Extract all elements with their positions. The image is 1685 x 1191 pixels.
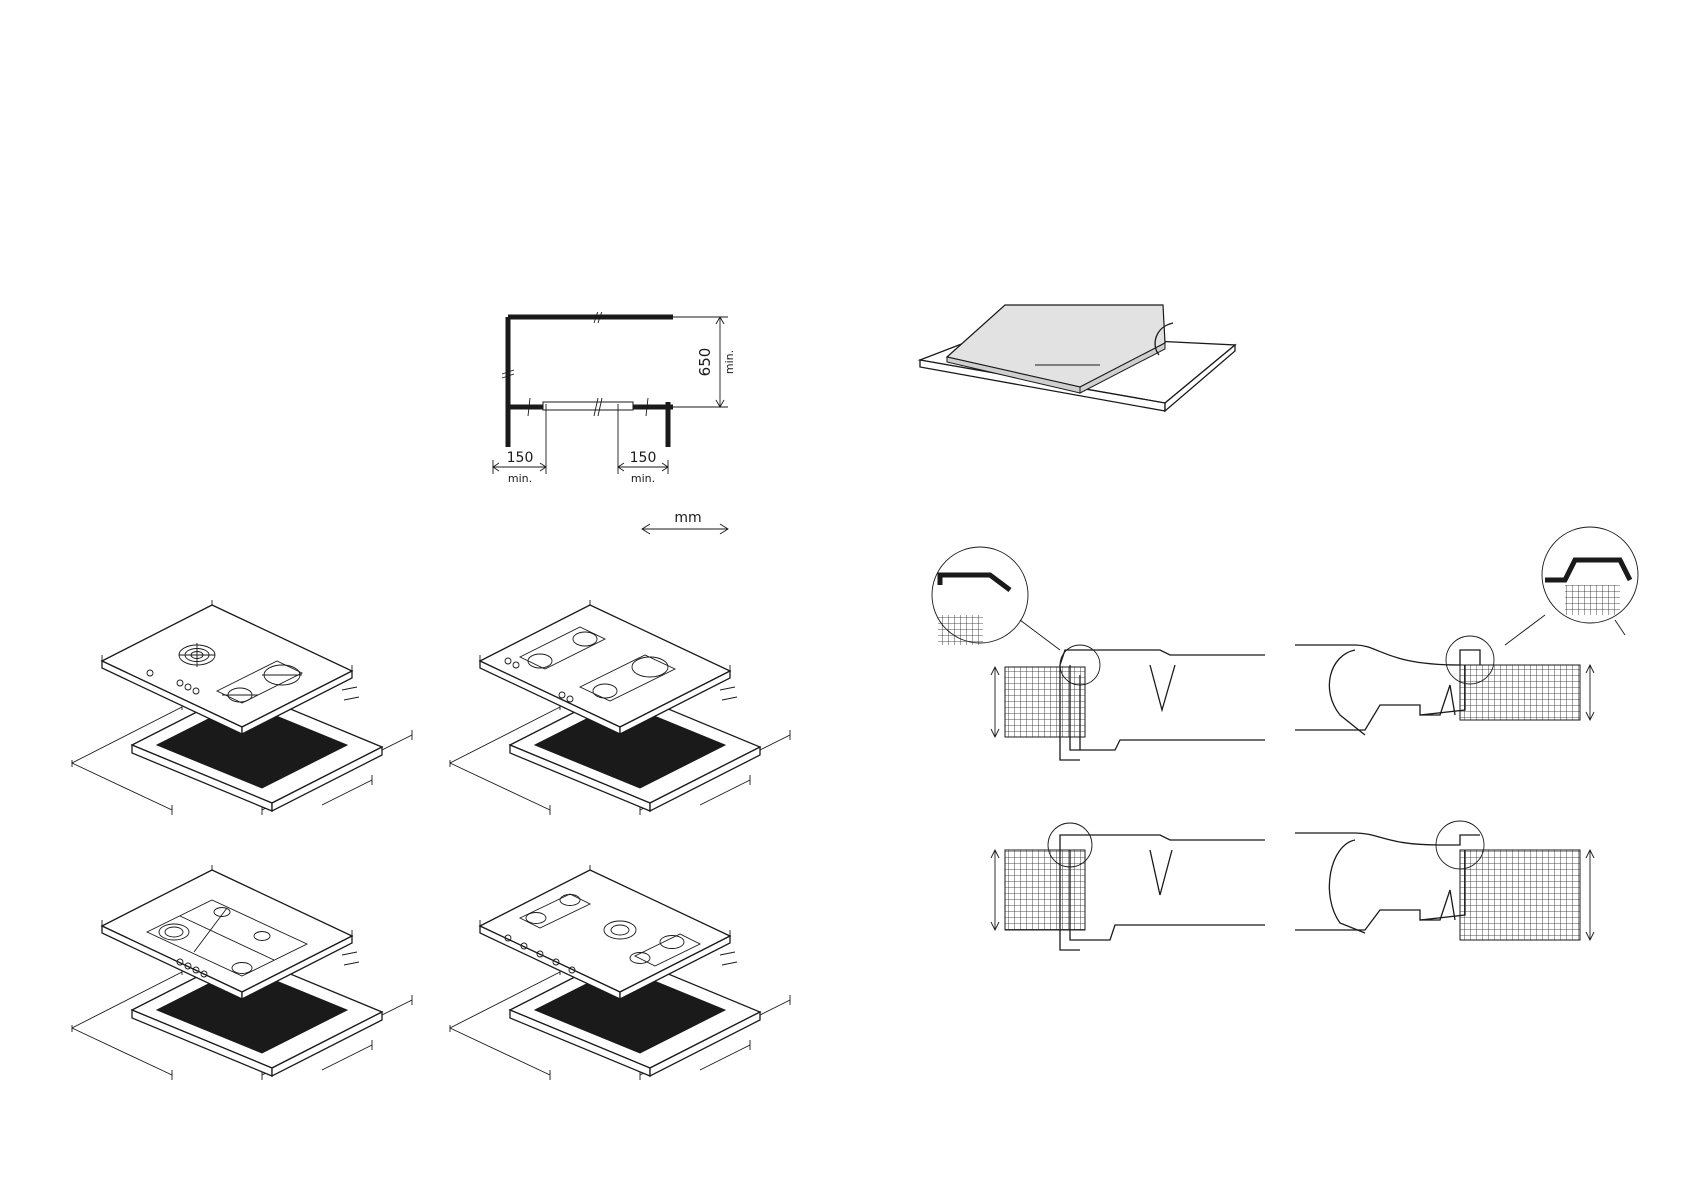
right-unit: min. (631, 472, 655, 485)
legend-unit: mm (674, 510, 701, 526)
clearance-diagram: 650 min. 150 min. 150 min. (488, 312, 743, 537)
hob-variant-3 (62, 860, 422, 1090)
section-view-back-2 (1290, 815, 1675, 975)
hob-variant-4 (440, 860, 800, 1090)
hob-variant-2 (440, 595, 800, 825)
height-unit: min. (723, 350, 736, 374)
seal-gasket-figure (915, 295, 1245, 415)
hob-variant-1 (62, 595, 422, 825)
height-value: 650 (696, 348, 714, 377)
section-view-front-2 (960, 815, 1275, 975)
unit-legend: mm (640, 508, 740, 548)
section-view-front-1 (930, 545, 1275, 780)
section-view-back-1 (1290, 525, 1675, 760)
right-value: 150 (630, 450, 657, 466)
left-value: 150 (507, 450, 534, 466)
left-unit: min. (508, 472, 532, 485)
